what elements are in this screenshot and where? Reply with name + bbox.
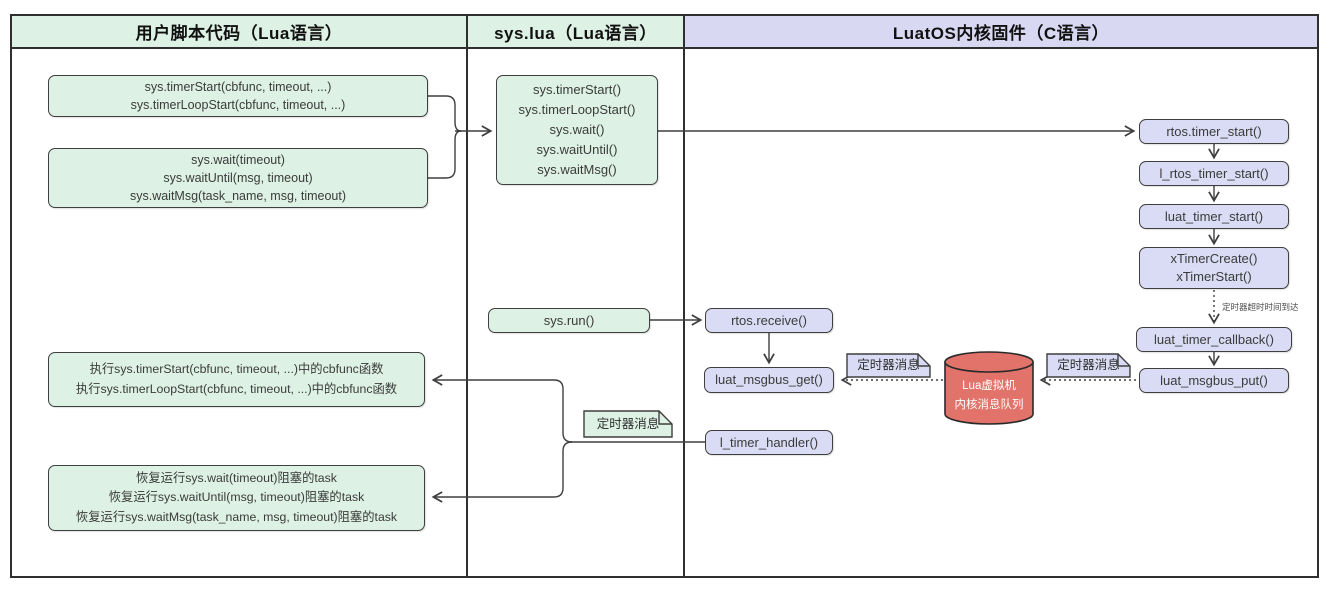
code-line: sys.timerLoopStart(cbfunc, timeout, ...) [130,98,346,112]
box-sys-run: sys.run() [488,308,650,333]
box-wait-calls: sys.wait(timeout) sys.waitUntil(msg, tim… [48,148,428,208]
code-line: 执行sys.timerStart(cbfunc, timeout, ...)中的… [89,362,384,376]
header-user-column: 用户脚本代码（Lua语言） [10,14,468,49]
code-line: xTimerCreate() [1170,251,1258,266]
code-line: sys.waitMsg() [537,162,617,177]
box-resume-task: 恢复运行sys.wait(timeout)阻塞的task 恢复运行sys.wai… [48,465,425,531]
code-line: luat_timer_start() [1164,208,1264,224]
cylinder-shape: Lua虚拟机 内核消息队列 [944,351,1034,425]
arrow-wait-calls-merge [428,130,462,179]
note-timer-message-left: 定时器消息 [846,353,931,378]
arrow-to-exec-callback [431,374,573,443]
box-timer-calls: sys.timerStart(cbfunc, timeout, ...) sys… [48,75,428,117]
arrow-timer-calls-merge [428,95,462,132]
box-luat-timer-callback: luat_timer_callback() [1136,327,1292,352]
code-line: 执行sys.timerLoopStart(cbfunc, timeout, ..… [75,381,398,396]
note-shape [1046,353,1131,378]
code-line: luat_msgbus_put() [1160,372,1268,388]
box-luat-msgbus-get: luat_msgbus_get() [704,367,834,393]
note-timer-message-right: 定时器消息 [1046,353,1131,378]
note-label: 定时器消息 [1057,358,1120,372]
note-shape [583,410,673,438]
code-line: xTimerStart() [1176,269,1252,284]
code-line: 恢复运行sys.waitUntil(msg, timeout)阻塞的task [108,490,365,505]
box-rtos-receive: rtos.receive() [705,308,833,333]
column-divider-2 [683,14,685,578]
code-line: l_rtos_timer_start() [1159,165,1269,181]
box-luat-timer-start: luat_timer_start() [1139,204,1289,229]
arrow-to-resume-task [431,441,573,503]
cylinder-label-line1: Lua虚拟机 [962,378,1016,392]
box-xtimer: xTimerCreate() xTimerStart() [1139,247,1289,289]
code-line: sys.wait(timeout) [191,153,285,167]
header-syslua-column: sys.lua（Lua语言） [466,14,685,49]
box-l-timer-handler: l_timer_handler() [705,430,833,455]
timeout-label: 定时器超时时间到达 [1222,302,1299,312]
note-timer-message-green: 定时器消息 [583,410,673,438]
note-label: 定时器消息 [596,417,660,431]
box-luat-msgbus-put: luat_msgbus_put() [1139,368,1289,393]
code-line: sys.waitUntil() [536,142,618,157]
box-l-rtos-timer-start: l_rtos_timer_start() [1139,161,1289,186]
code-line: rtos.receive() [731,312,807,328]
column-divider-1 [466,14,468,578]
note-label: 定时器消息 [857,358,920,372]
box-rtos-timer-start: rtos.timer_start() [1139,119,1289,144]
box-syslua-api: sys.timerStart() sys.timerLoopStart() sy… [496,75,658,185]
code-line: sys.wait() [549,122,605,137]
message-queue-cylinder: Lua虚拟机 内核消息队列 [944,351,1034,432]
code-line: 恢复运行sys.wait(timeout)阻塞的task [136,470,337,485]
header-kernel-column: LuatOS内核固件（C语言） [683,14,1319,49]
code-line: sys.run() [543,312,595,328]
code-line: sys.waitMsg(task_name, msg, timeout) [129,189,347,203]
code-line: sys.timerStart() [532,82,622,97]
note-shape [846,353,931,378]
code-line: l_timer_handler() [719,434,819,450]
code-line: luat_msgbus_get() [715,372,823,387]
code-line: 恢复运行sys.waitMsg(task_name, msg, timeout)… [75,509,398,524]
code-line: luat_timer_callback() [1154,331,1274,347]
code-line: sys.waitUntil(msg, timeout) [163,171,313,185]
code-line: sys.timerStart(cbfunc, timeout, ...) [144,80,332,94]
box-exec-callback: 执行sys.timerStart(cbfunc, timeout, ...)中的… [48,352,425,407]
code-line: sys.timerLoopStart() [518,102,636,117]
code-line: rtos.timer_start() [1166,123,1262,139]
cylinder-label-line2: 内核消息队列 [955,397,1024,411]
